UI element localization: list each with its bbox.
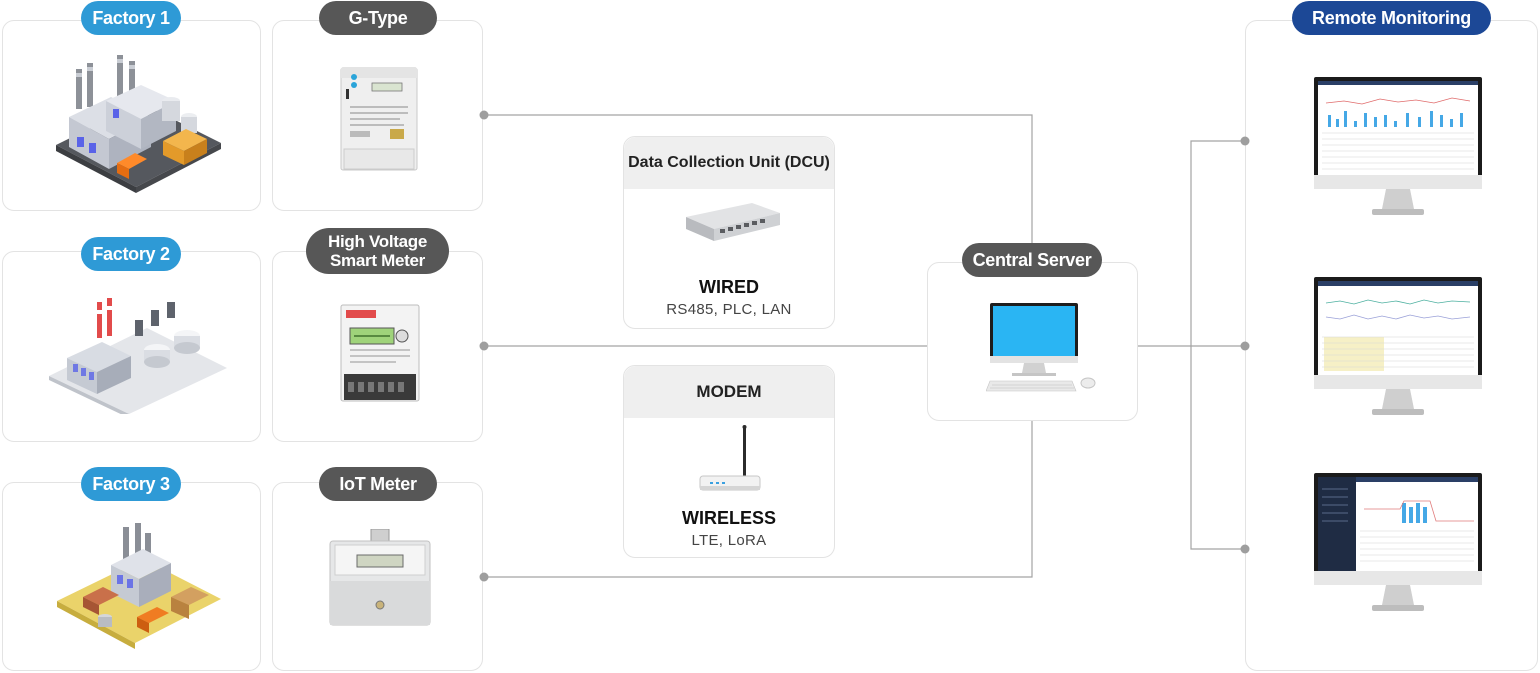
- factory-1-label: Factory 1: [81, 1, 181, 35]
- factory-2-label: Factory 2: [81, 237, 181, 271]
- factory-illustration: [57, 523, 221, 649]
- factory-card-1: [2, 20, 261, 211]
- high-voltage-smart-meter-label: High Voltage Smart Meter: [306, 228, 449, 274]
- monitor-dashboard-icon: [1314, 473, 1482, 611]
- meter-icon: [340, 304, 420, 402]
- factory-card-3: [2, 482, 261, 671]
- connector-dot: [1240, 544, 1250, 554]
- connector-dot: [479, 572, 489, 582]
- meter-card-iot: [272, 482, 483, 671]
- remote-monitoring-card: [1245, 20, 1538, 671]
- dcu-mode: WIRED: [699, 277, 759, 297]
- modem-mode: WIRELESS: [681, 508, 776, 528]
- factory-illustration: [56, 55, 221, 193]
- monitor-dashboard-icon: [1314, 277, 1482, 415]
- dcu-title: Data Collection Unit (DCU): [624, 137, 834, 189]
- iot-meter-label: IoT Meter: [319, 467, 437, 501]
- dcu-protocols: RS485, PLC, LAN: [666, 301, 792, 318]
- monitor-dashboard-icon: [1314, 77, 1482, 215]
- factory-card-2: [2, 251, 261, 442]
- connector-dot: [1240, 341, 1250, 351]
- factory-3-label: Factory 3: [81, 467, 181, 501]
- modem-card: MODEM WIRELESS LTE, LoRA: [623, 365, 835, 558]
- connector-dot: [479, 341, 489, 351]
- central-server-card: [927, 262, 1138, 421]
- remote-monitoring-label: Remote Monitoring: [1292, 1, 1491, 35]
- modem-title: MODEM: [624, 366, 834, 418]
- network-switch-icon: [686, 203, 780, 241]
- desktop-computer-icon: [986, 303, 1096, 392]
- connector-dot: [479, 110, 489, 120]
- dcu-card: Data Collection Unit (DCU) WIRED RS485, …: [623, 136, 835, 329]
- meter-icon: [340, 67, 418, 171]
- connector-dot: [1240, 136, 1250, 146]
- g-type-label: G-Type: [319, 1, 437, 35]
- router-icon: [699, 425, 761, 491]
- meter-icon: [329, 529, 431, 626]
- factory-illustration: [49, 298, 227, 414]
- modem-protocols: LTE, LoRA: [691, 532, 767, 549]
- central-server-label: Central Server: [962, 243, 1102, 277]
